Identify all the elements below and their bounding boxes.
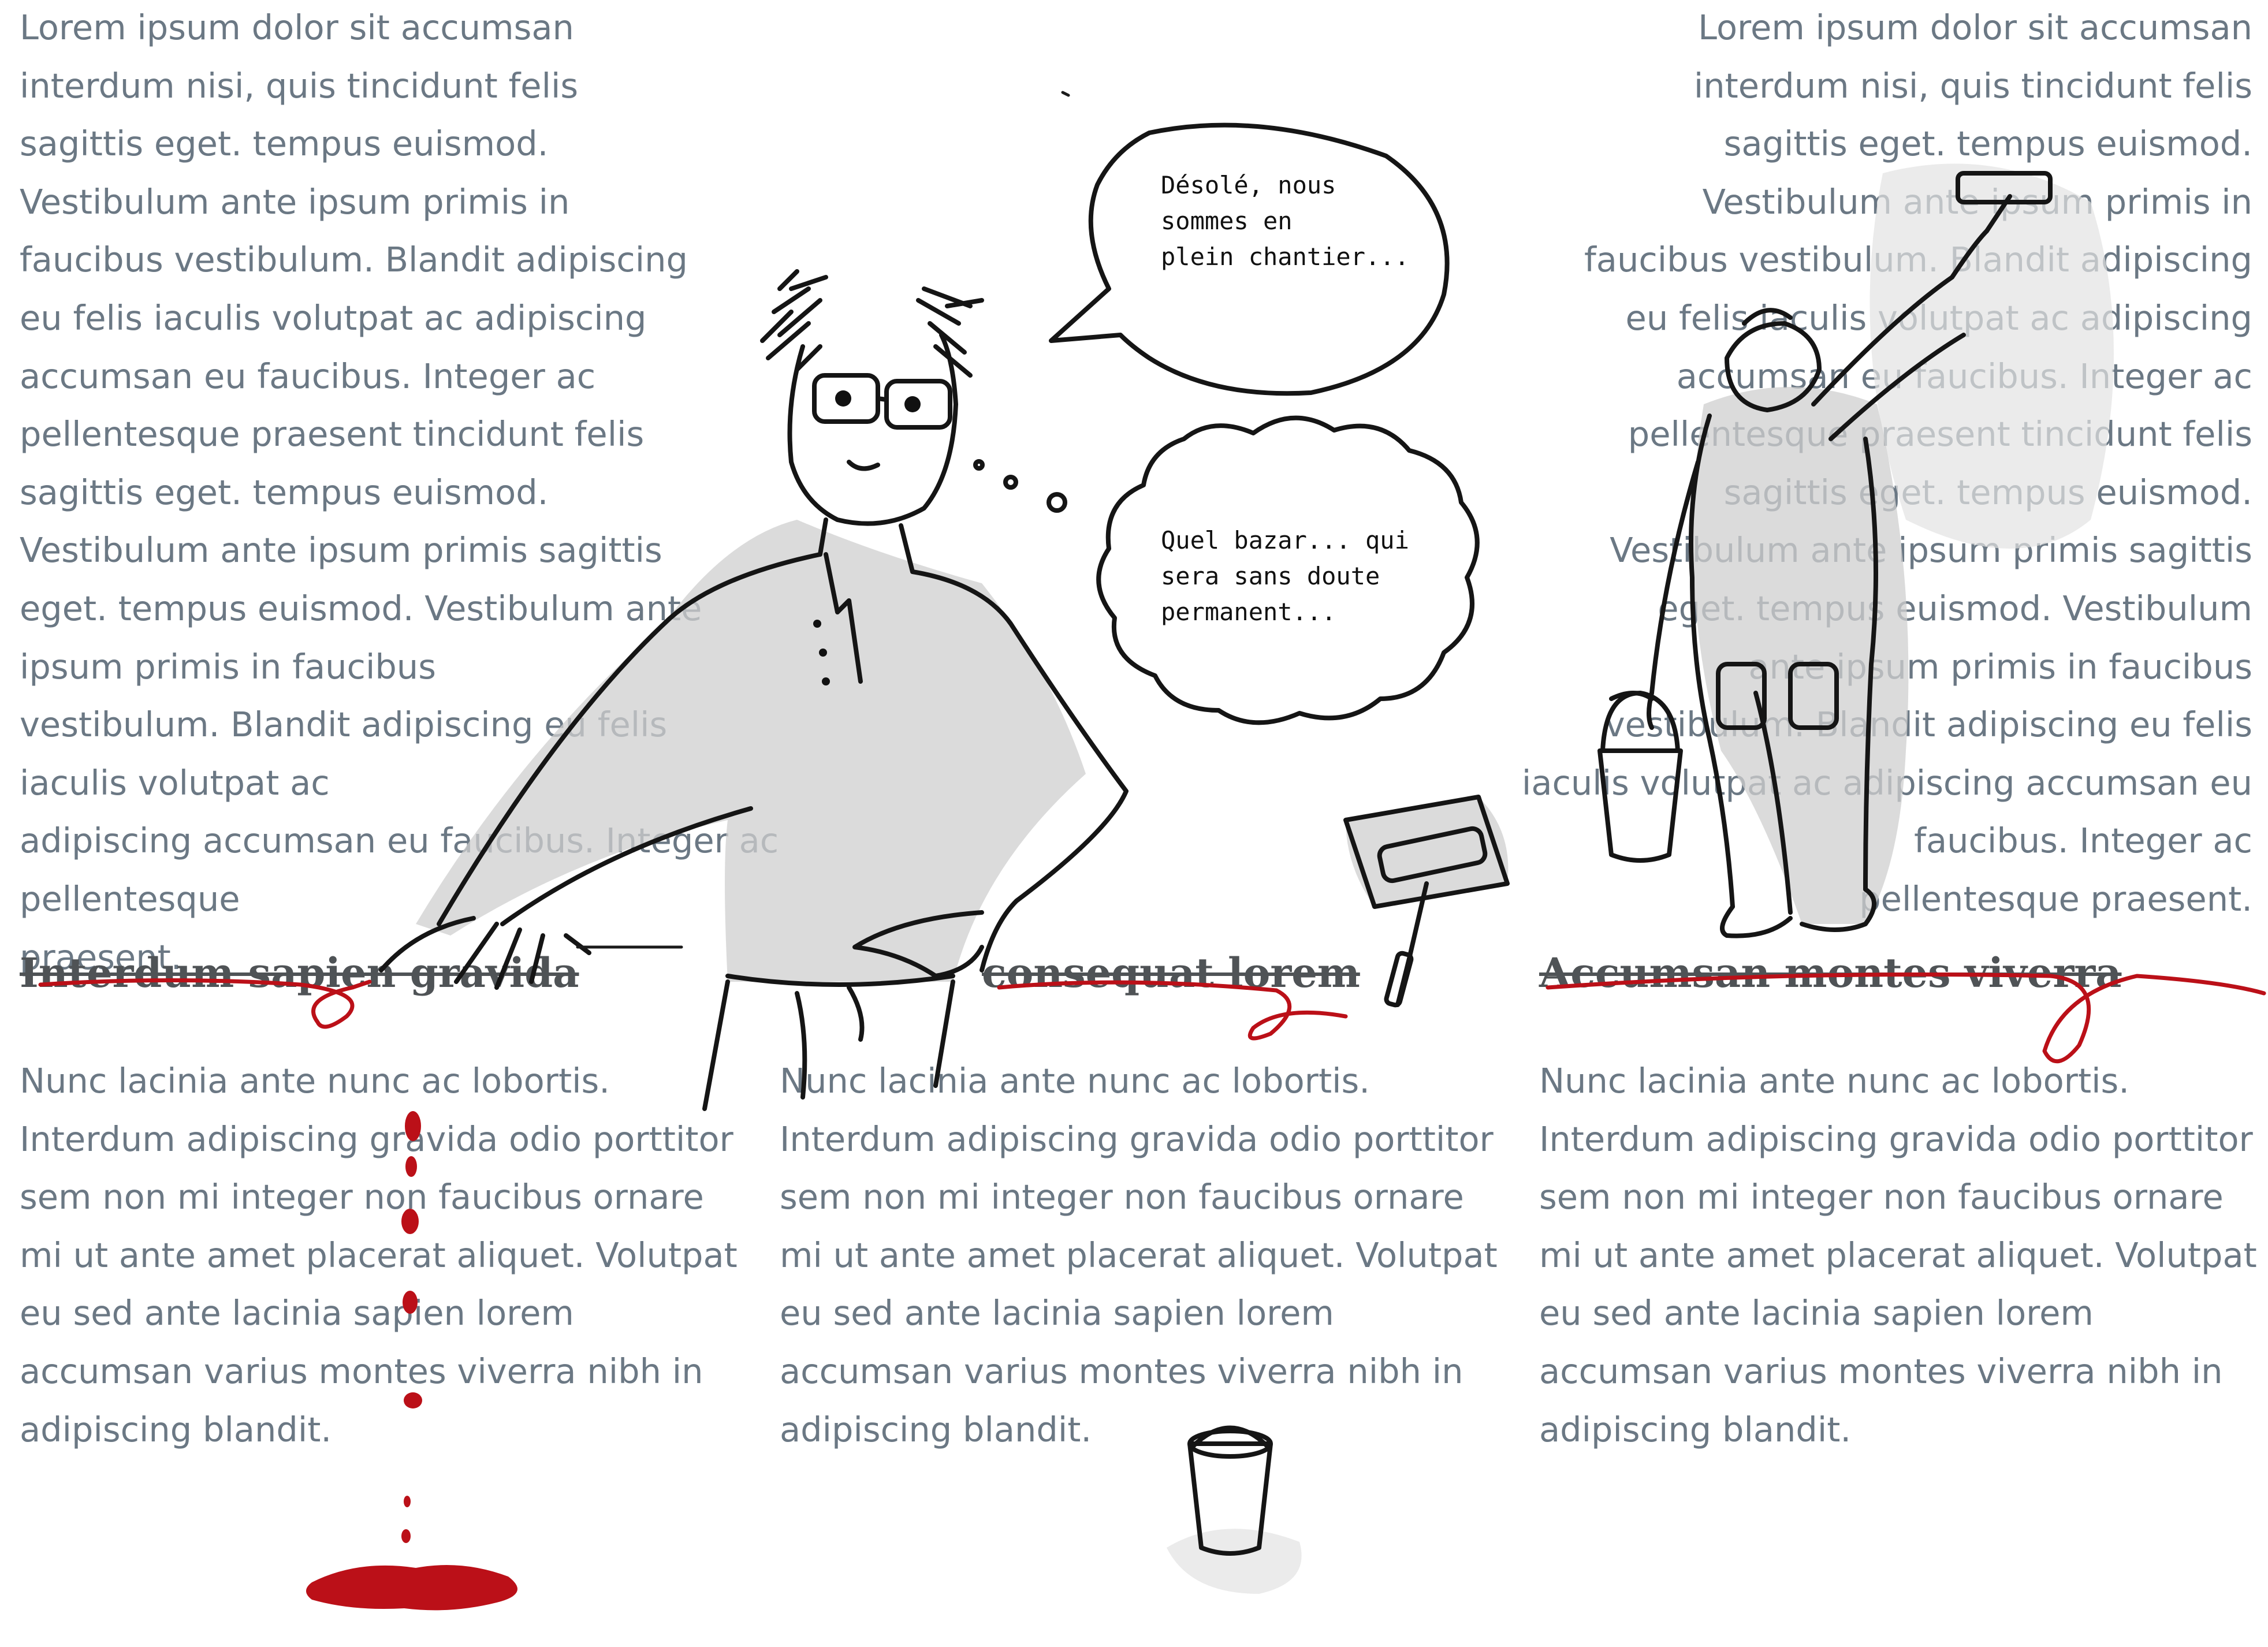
speech-bubble-text: Désolé, nous sommes en plein chantier...: [1161, 171, 1409, 271]
column-2-heading: consequat lorem: [982, 949, 1360, 997]
column-1-body: Nunc lacinia ante nunc ac lobortis. Inte…: [20, 1061, 738, 1449]
column-1-heading: Interdum sapien gravida: [20, 949, 579, 997]
column-2-body: Nunc lacinia ante nunc ac lobortis. Inte…: [780, 1061, 1498, 1449]
thought-bubble: [973, 415, 1480, 725]
column-3-heading: Accumsan montes viverra: [1539, 949, 2122, 997]
thought-bubble-text: Quel bazar... qui sera sans doute perman…: [1161, 526, 1409, 626]
man-with-glasses-illustration: [379, 269, 1129, 1111]
paint-roller-tray-icon: [1343, 795, 1510, 1008]
paint-bucket-icon: [1167, 1425, 1302, 1594]
column-3-body: Nunc lacinia ante nunc ac lobortis. Inte…: [1539, 1061, 2257, 1449]
painter-illustration: [1597, 163, 2114, 938]
speech-bubble: [1049, 91, 1450, 396]
red-paint-drips: [38, 972, 2266, 1611]
